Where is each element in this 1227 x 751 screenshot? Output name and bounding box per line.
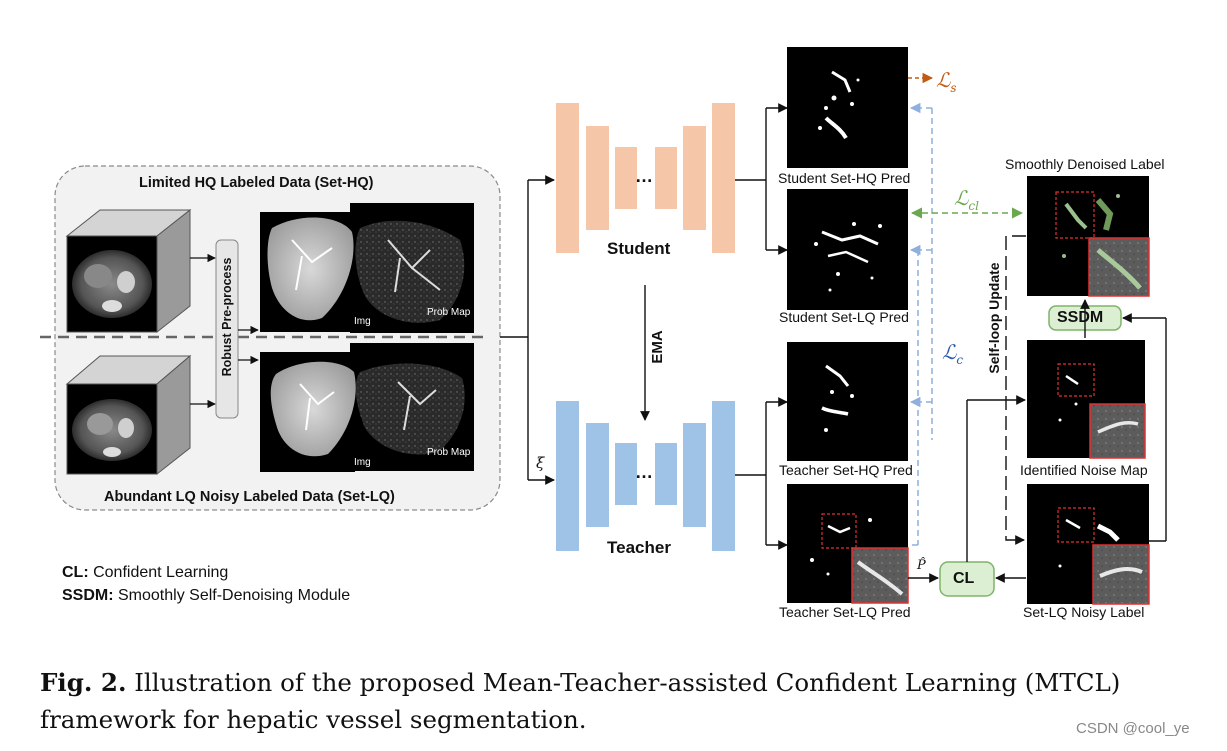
ssdm-label: SSDM [1057,309,1104,326]
denoised-label: Smoothly Denoised Label [1005,156,1165,172]
teacher-lq-pred-label: Teacher Set-LQ Pred [779,604,911,620]
p-hat-label: P̂ [917,558,926,573]
noise-map-label: Identified Noise Map [1020,462,1148,478]
teacher-ellipsis: … [635,462,653,482]
teacher-hq-pred-label: Teacher Set-HQ Pred [779,462,913,478]
student-hq-pred-image [787,47,908,168]
legend-cl: CL: Confident Learning [62,564,229,581]
legend-ssdm: SSDM: Smoothly Self-Denoising Module [62,587,351,604]
student-network [556,103,735,253]
watermark: CSDN @cool_ye [1076,720,1190,737]
loss-ls: ℒs [936,68,957,95]
preprocess-box [215,239,239,419]
teacher-lq-pred-image [787,484,909,604]
student-hq-pred-label: Student Set-HQ Pred [778,170,911,186]
denoised-label-image [1027,176,1150,297]
xi-label: ξ [536,454,545,472]
teacher-network [556,401,735,551]
selfloop-label: Self-loop Update [986,262,1002,374]
teacher-label: Teacher [607,538,671,557]
hq-title: Limited HQ Labeled Data (Set-HQ) [139,175,374,191]
figure-caption: Fig. 2. Illustration of the proposed Mea… [40,668,1121,734]
hq-prob-label: Prob Map [427,307,471,318]
lq-prob-label: Prob Map [427,447,471,458]
teacher-hq-pred-image [787,342,908,461]
ct-cube-hq [65,208,192,334]
student-ellipsis: … [635,166,653,186]
student-lq-pred-label: Student Set-LQ Pred [779,309,909,325]
hq-img [260,203,474,333]
ct-cube-lq [65,354,192,476]
noise-map-image [1027,340,1146,459]
lq-img-label: Img [354,457,371,468]
lq-title: Abundant LQ Noisy Labeled Data (Set-LQ) [104,489,395,505]
hq-img-label: Img [354,316,371,327]
noisy-label-image [1027,484,1150,605]
student-label: Student [607,239,671,258]
ema-label: EMA [649,330,666,364]
cl-label: CL [953,570,975,587]
noisy-label-label: Set-LQ Noisy Label [1023,604,1145,620]
loss-lc: ℒc [942,340,964,367]
preprocess-label: Robust Pre-process [220,257,234,377]
loss-lcl: ℒcl [954,186,979,213]
student-lq-pred-image [787,189,908,310]
lq-img [260,343,474,472]
